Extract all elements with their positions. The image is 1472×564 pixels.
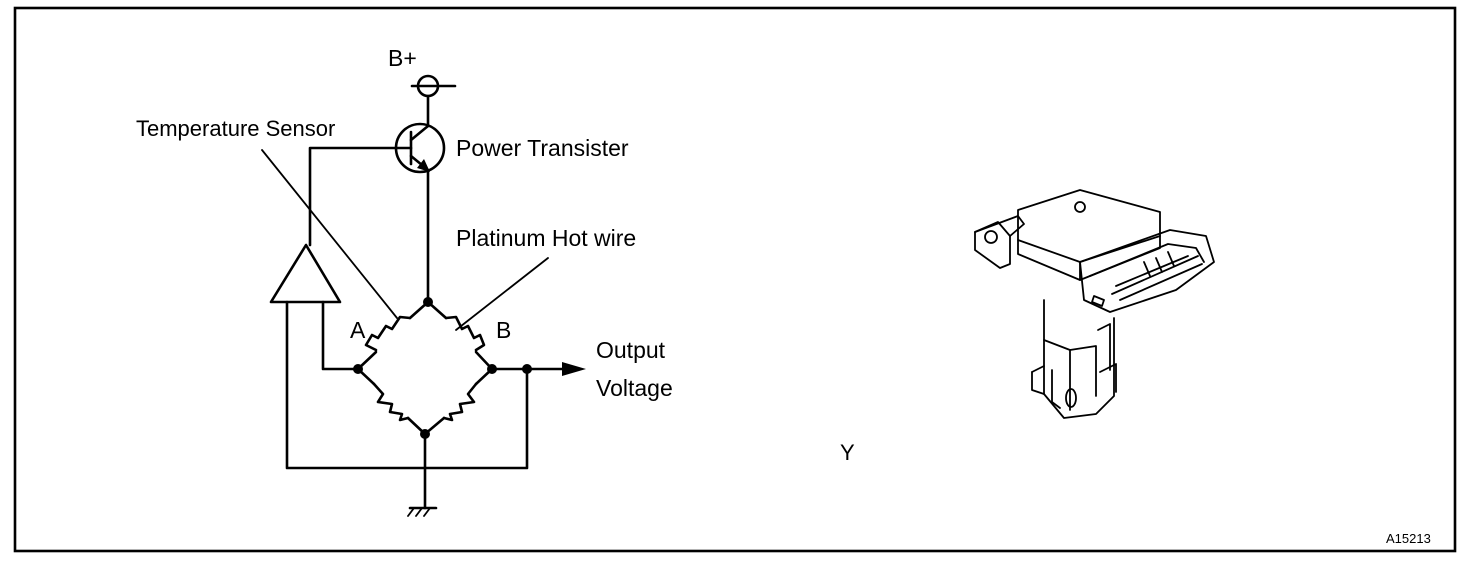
amplifier-input-wire-1 bbox=[285, 300, 529, 470]
hot-wire-leader bbox=[455, 257, 549, 331]
ground-symbol bbox=[407, 432, 438, 517]
base-feedback-wire bbox=[308, 146, 413, 247]
supply-terminal-symbol bbox=[410, 74, 457, 128]
temperature-sensor-label: Temperature Sensor bbox=[136, 116, 335, 141]
air-flow-meter-illustration bbox=[974, 189, 1215, 419]
bridge-resistor-top-left bbox=[356, 300, 430, 371]
power-transistor-symbol bbox=[394, 122, 446, 304]
output-arrow bbox=[562, 362, 586, 376]
figure-code-label: A15213 bbox=[1386, 531, 1431, 546]
part-marker-label: Y bbox=[840, 440, 855, 465]
node-b-label: B bbox=[496, 317, 511, 343]
output-label-line2: Voltage bbox=[596, 375, 673, 401]
circuit-schematic: B+ Temperature Sensor Power Transister P… bbox=[136, 45, 673, 517]
amplifier-input-wire-2 bbox=[321, 300, 360, 371]
bridge-resistor-bottom-right bbox=[423, 367, 494, 436]
temperature-sensor-leader bbox=[261, 149, 398, 319]
hot-wire-label: Platinum Hot wire bbox=[456, 225, 636, 251]
node-a-label: A bbox=[350, 317, 366, 343]
supply-label: B+ bbox=[388, 45, 417, 71]
amplifier-symbol bbox=[269, 243, 342, 304]
output-label-line1: Output bbox=[596, 337, 666, 363]
bridge-resistor-bottom-left bbox=[356, 367, 427, 436]
bridge-resistor-top-right bbox=[426, 300, 494, 371]
figure-frame bbox=[13, 6, 1457, 553]
power-transistor-label: Power Transister bbox=[456, 135, 629, 161]
